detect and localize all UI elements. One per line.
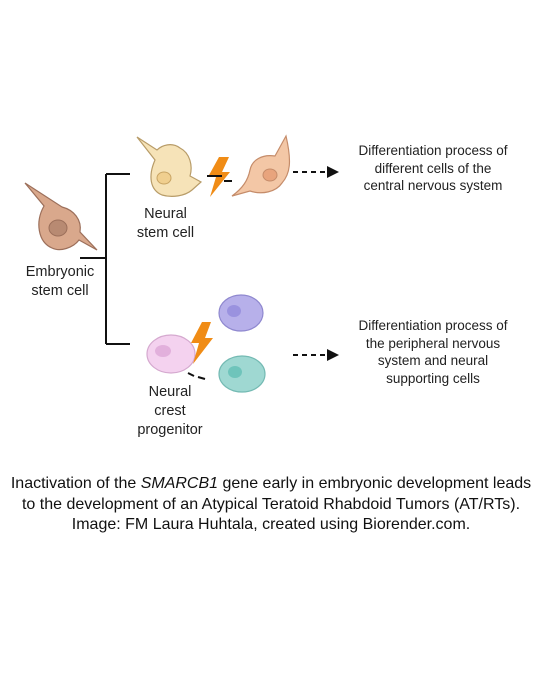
lineage-bracket [80, 173, 130, 345]
embryonic-stem-cell-label: Embryonic stem cell [25, 264, 95, 299]
arrow-right-icon [293, 349, 339, 361]
pns-cell-teal [218, 355, 266, 393]
gene-name: SMARCB1 [140, 475, 219, 492]
blocked-marker [187, 372, 206, 380]
cns-description: Differentiation process of different cel… [358, 143, 508, 193]
arrow-right-icon [293, 166, 339, 178]
pns-description: Differentiation process of the periphera… [358, 318, 508, 386]
figure-caption: Inactivation of the SMARCB1 gene early i… [6, 474, 536, 536]
neural-crest-cell [146, 334, 196, 374]
embryonic-stem-cell [24, 182, 98, 251]
neural-stem-cell-label: Neural stem cell [136, 206, 195, 241]
pns-cell-purple [218, 294, 264, 332]
blocked-marker [207, 175, 232, 182]
caption-text-end: gene early in embryonic development lead… [21, 475, 532, 533]
lightning-bolt-icon [191, 322, 213, 364]
caption-text-start: Inactivation of the [10, 475, 141, 492]
neural-stem-cell [136, 136, 203, 197]
neural-crest-progenitor-label: Neural crest progenitor [137, 384, 203, 438]
cns-differentiated-cell [231, 134, 291, 197]
